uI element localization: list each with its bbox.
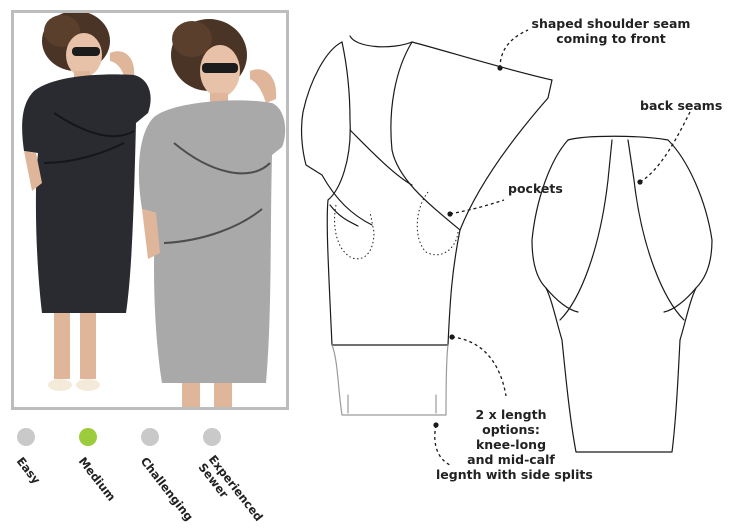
leader-dots [433, 65, 643, 428]
annotation-length-line1: 2 x length [475, 407, 547, 422]
annotation-shoulder-line2: coming to front [556, 31, 666, 46]
front-hem-midcalf [331, 344, 449, 416]
front-fold-1 [321, 174, 373, 226]
difficulty-dot-easy [17, 428, 35, 446]
difficulty-dot-challenging [141, 428, 159, 446]
pattern-card: shaped shoulder seam coming to front bac… [11, 10, 723, 524]
back-skirt [561, 339, 681, 453]
back-seam-left [559, 139, 613, 321]
annotation-length-line3: knee-long [475, 437, 547, 452]
front-wrap-line [390, 41, 461, 231]
back-left-sleeve [531, 139, 569, 289]
back-neckline [567, 135, 669, 141]
front-fold-2 [329, 204, 359, 227]
difficulty-dot-experienced [203, 428, 221, 446]
front-drape-line [349, 129, 413, 186]
annotation-length-line5: legnth with side splits [436, 467, 593, 482]
back-view-drawing [531, 135, 713, 453]
annotation-length-line2: options: [482, 422, 540, 437]
annotation-shoulder-line1: shaped shoulder seam [531, 16, 691, 31]
model-grey-dress [138, 19, 286, 407]
front-view-drawing [300, 35, 553, 416]
leader-lines [434, 29, 691, 467]
difficulty-dot-medium [79, 428, 97, 446]
annotation-shoulder: shaped shoulder seam coming to front [522, 16, 700, 46]
annotation-length-line4: and mid-calf [467, 452, 555, 467]
technical-drawings [300, 29, 713, 467]
annotation-back-seams: back seams [640, 98, 723, 113]
back-seam-right [627, 139, 685, 321]
front-left-sleeve [300, 41, 343, 176]
front-left-side [326, 41, 351, 346]
model-black-dress [22, 11, 151, 391]
front-pockets [334, 191, 459, 260]
annotation-length: 2 x length options: knee-long and mid-ca… [436, 407, 593, 482]
front-right-sleeve-side [411, 41, 553, 346]
model-illustration-frame [11, 10, 289, 410]
back-right-sleeve [667, 139, 713, 289]
model-illustration [22, 11, 286, 407]
front-neckline [349, 35, 413, 48]
annotation-pockets: pockets [508, 181, 563, 196]
